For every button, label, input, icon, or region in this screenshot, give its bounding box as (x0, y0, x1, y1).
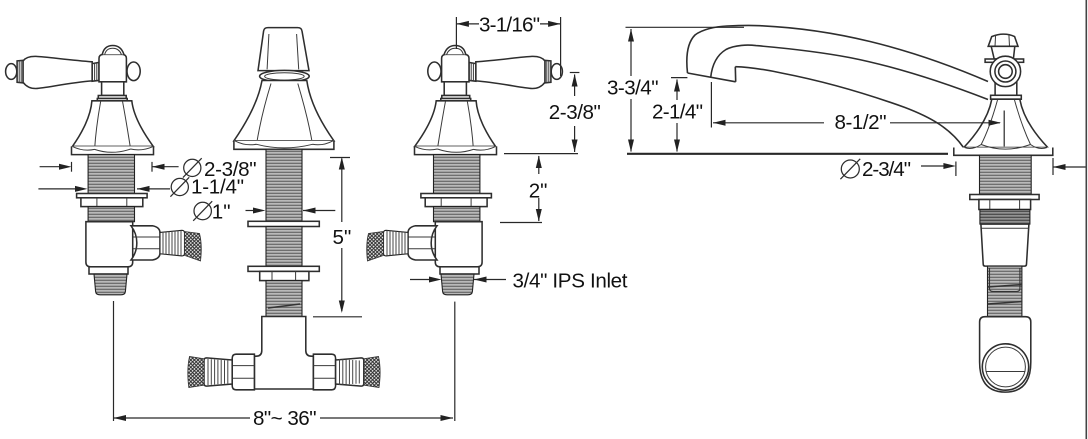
svg-text:1": 1" (212, 200, 231, 223)
svg-text:2-3/4": 2-3/4" (862, 158, 911, 181)
svg-text:5": 5" (333, 226, 352, 249)
svg-text:2-3/8": 2-3/8" (549, 101, 601, 124)
svg-text:1-1/4": 1-1/4" (191, 175, 244, 198)
svg-text:8-1/2": 8-1/2" (835, 111, 887, 134)
svg-text:3-1/16": 3-1/16" (479, 13, 540, 36)
svg-text:8"~ 36": 8"~ 36" (253, 407, 317, 430)
svg-text:2-3/8": 2-3/8" (204, 158, 257, 181)
svg-text:3/4" IPS Inlet: 3/4" IPS Inlet (513, 269, 628, 292)
svg-text:2-1/4": 2-1/4" (652, 100, 703, 123)
svg-text:3-3/4": 3-3/4" (607, 77, 659, 100)
svg-text:2": 2" (529, 180, 548, 203)
